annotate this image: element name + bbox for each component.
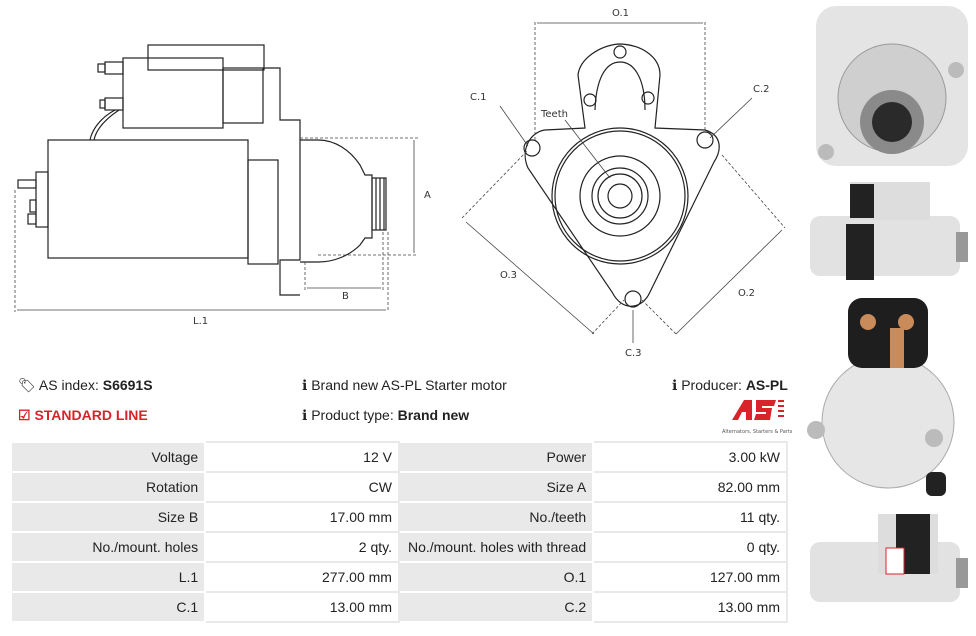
starter-side-view — [17, 44, 387, 296]
spec-value: 0 qty. — [592, 531, 788, 563]
dim-label-c2: C.2 — [753, 84, 770, 95]
spec-value: 17.00 mm — [204, 501, 400, 533]
spec-value: 13.00 mm — [204, 591, 400, 623]
as-index-label: AS index: — [38, 377, 99, 393]
technical-drawing: A B L.1 O.1 O.3 O.2 C.1 C.2 — [14, 8, 786, 359]
spec-key: Size B — [9, 501, 207, 533]
spec-key: No./mount. holes with thread — [397, 531, 595, 563]
spec-key: No./teeth — [397, 501, 595, 533]
product-type-label: Product type: — [311, 407, 394, 423]
as-index: 🏷︎ AS index: S6691S — [18, 377, 153, 394]
dim-label-o3: O.3 — [500, 270, 517, 281]
info-icon: ℹ — [672, 377, 678, 393]
producer-value: AS-PL — [745, 377, 788, 393]
starter-front-view — [523, 43, 720, 308]
spec-key: C.2 — [397, 591, 595, 623]
dim-label-teeth: Teeth — [540, 109, 568, 120]
product-description: ℹ Brand new AS-PL Starter motor — [302, 377, 507, 394]
spec-key: Power — [397, 441, 595, 473]
as-logo-mark — [732, 400, 784, 420]
side-dimension-arrows — [17, 140, 415, 311]
tag-icon: 🏷︎ — [18, 377, 36, 393]
logo-tagline: Alternators, Starters & Parts — [722, 429, 793, 435]
product-photos — [807, 6, 968, 602]
as-index-value: S6691S — [102, 377, 153, 393]
description-text: Brand new AS-PL Starter motor — [311, 377, 507, 393]
spec-key: C.1 — [9, 591, 207, 623]
spec-key: Rotation — [9, 471, 207, 503]
dim-label-c3: C.3 — [625, 348, 642, 359]
info-icon: ℹ — [302, 407, 308, 423]
product-type-value: Brand new — [397, 407, 470, 423]
spec-value: 13.00 mm — [592, 591, 788, 623]
producer-label: Producer: — [681, 377, 742, 393]
product-type: ℹ Product type: Brand new — [302, 407, 469, 424]
spec-value: 12 V — [204, 441, 400, 473]
standard-line-label: STANDARD LINE — [34, 407, 148, 423]
photo-top — [810, 514, 968, 602]
dim-label-o1: O.1 — [612, 8, 629, 19]
dim-label-a: A — [424, 190, 431, 201]
front-dimension-lines — [461, 22, 786, 335]
spec-value: CW — [204, 471, 400, 503]
spec-value: 3.00 kW — [592, 441, 788, 473]
spec-key: Size A — [397, 471, 595, 503]
spec-key: No./mount. holes — [9, 531, 207, 563]
producer: ℹ Producer: AS-PL — [672, 377, 788, 394]
spec-key: O.1 — [397, 561, 595, 593]
spec-key: L.1 — [9, 561, 207, 593]
dim-label-b: B — [342, 291, 349, 302]
spec-value: 2 qty. — [204, 531, 400, 563]
checkbox-icon: ☑ — [18, 407, 31, 423]
photo-front — [816, 6, 968, 166]
as-pl-logo: Alternators, Starters & Parts — [722, 398, 793, 435]
photo-side — [810, 182, 968, 280]
side-dimension-lines — [14, 137, 418, 312]
spec-key: Voltage — [9, 441, 207, 473]
dim-label-o2: O.2 — [738, 288, 755, 299]
spec-value: 11 qty. — [592, 501, 788, 533]
spec-value: 127.00 mm — [592, 561, 788, 593]
spec-value: 277.00 mm — [204, 561, 400, 593]
standard-line-badge: ☑ STANDARD LINE — [18, 407, 148, 424]
front-dimension-arrows — [465, 22, 783, 343]
dim-label-c1: C.1 — [470, 92, 487, 103]
photo-rear — [807, 298, 955, 496]
info-icon: ℹ — [302, 377, 308, 393]
spec-value: 82.00 mm — [592, 471, 788, 503]
dim-label-l1: L.1 — [193, 316, 208, 327]
